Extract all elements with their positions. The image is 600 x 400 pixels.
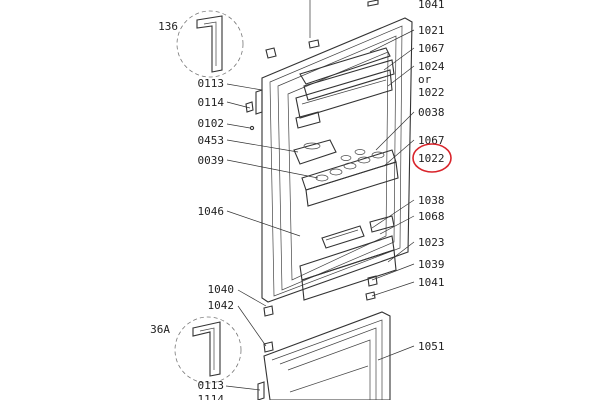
label-1042: 1042: [208, 299, 235, 312]
label-1021: 1021: [418, 24, 445, 37]
label-1068: 1068: [418, 210, 445, 223]
label-1041-top: 1041: [418, 0, 445, 11]
label-0038: 0038: [418, 106, 445, 119]
label-36a: 36A: [150, 323, 170, 336]
label-0114-top: 0114: [198, 96, 225, 109]
label-0453: 0453: [198, 134, 225, 147]
upper-door-frame: [261, 17, 413, 303]
label-1051: 1051: [418, 340, 445, 353]
labels-right: 1041 1021 1067 1024 or 1022 0038 1067 10…: [412, 0, 452, 353]
label-1046: 1046: [198, 205, 225, 218]
label-1114-bottom: 1114: [198, 393, 225, 400]
top-hinge-parts: [245, 0, 379, 131]
middle-shelf: [299, 215, 397, 301]
label-1023: 1023: [418, 236, 445, 249]
label-1041-mid: 1041: [418, 276, 445, 289]
label-or: or: [418, 73, 432, 86]
egg-cups: [315, 149, 385, 182]
labels-left: 136 0113 0114 0102 0453 0039 1046 1040 1…: [150, 20, 234, 400]
detail-circle-136: [176, 10, 244, 78]
top-shelf: [295, 47, 395, 129]
label-1024: 1024: [418, 60, 445, 73]
mid-hinge-parts: [263, 275, 378, 317]
label-0102: 0102: [198, 117, 225, 130]
label-1039: 1039: [418, 258, 445, 271]
lower-door-frame: [257, 311, 391, 400]
label-136: 136: [158, 20, 178, 33]
highlight-circle: [412, 143, 452, 173]
label-1067-top: 1067: [418, 42, 445, 55]
label-1038: 1038: [418, 194, 445, 207]
label-1040: 1040: [208, 283, 235, 296]
leader-lines: [225, 0, 415, 391]
detail-circle-36a: [174, 316, 242, 384]
label-0039: 0039: [198, 154, 225, 167]
label-0113-top: 0113: [198, 77, 225, 90]
label-0113-bottom: 0113: [198, 379, 225, 392]
egg-tray-shelf: [293, 139, 399, 207]
label-1022-highlighted: 1022: [418, 152, 445, 165]
label-1067-mid: 1067: [418, 134, 445, 147]
label-1022-a: 1022: [418, 86, 445, 99]
